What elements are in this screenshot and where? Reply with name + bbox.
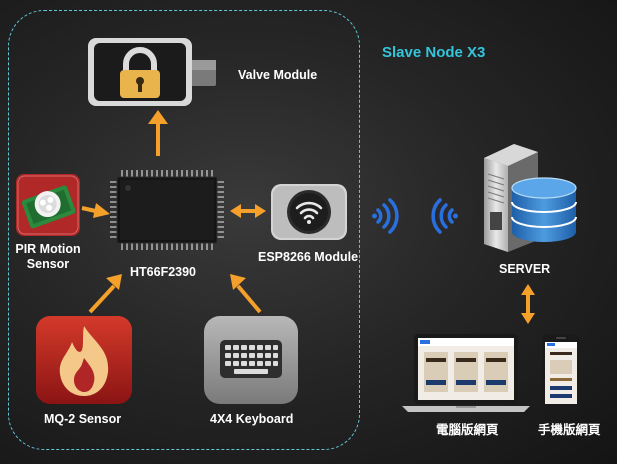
arrow-mcu-esp-bidirectional	[228, 201, 268, 221]
arrow-pir-to-mcu	[80, 198, 112, 222]
arrow-server-clients-bidirectional	[518, 282, 538, 326]
pir-sensor-icon	[16, 174, 80, 236]
esp8266-icon	[271, 184, 347, 240]
keyboard-label: 4X4 Keyboard	[210, 412, 294, 426]
mobile-web-label: 手機版網頁	[538, 423, 601, 437]
keyboard-icon	[204, 316, 298, 404]
pir-sensor-label: PIR Motion Sensor	[15, 242, 81, 271]
slave-node-label: Slave Node X3	[382, 44, 486, 61]
smartphone-web-icon	[542, 334, 580, 412]
server-database-icon	[474, 140, 582, 252]
mcu-chip-icon	[108, 166, 226, 254]
laptop-web-icon	[402, 334, 530, 414]
mcu-label: HT66F2390	[130, 265, 197, 279]
mq2-label: MQ-2 Sensor	[44, 412, 122, 426]
valve-module-label: Valve Module	[238, 68, 318, 82]
arrow-mq2-to-mcu	[86, 272, 126, 314]
valve-module-icon	[88, 38, 220, 106]
wireless-signal-left-icon	[372, 198, 402, 234]
arrow-mcu-to-valve	[146, 108, 170, 158]
wireless-signal-right-icon	[428, 198, 458, 234]
desktop-web-label: 電腦版網頁	[436, 423, 499, 437]
slave-node-boundary	[8, 10, 360, 450]
arrow-keyboard-to-mcu	[226, 272, 266, 314]
server-label: SERVER	[499, 262, 551, 276]
esp8266-label: ESP8266 Module	[258, 250, 359, 264]
mq2-flame-icon	[36, 316, 132, 404]
